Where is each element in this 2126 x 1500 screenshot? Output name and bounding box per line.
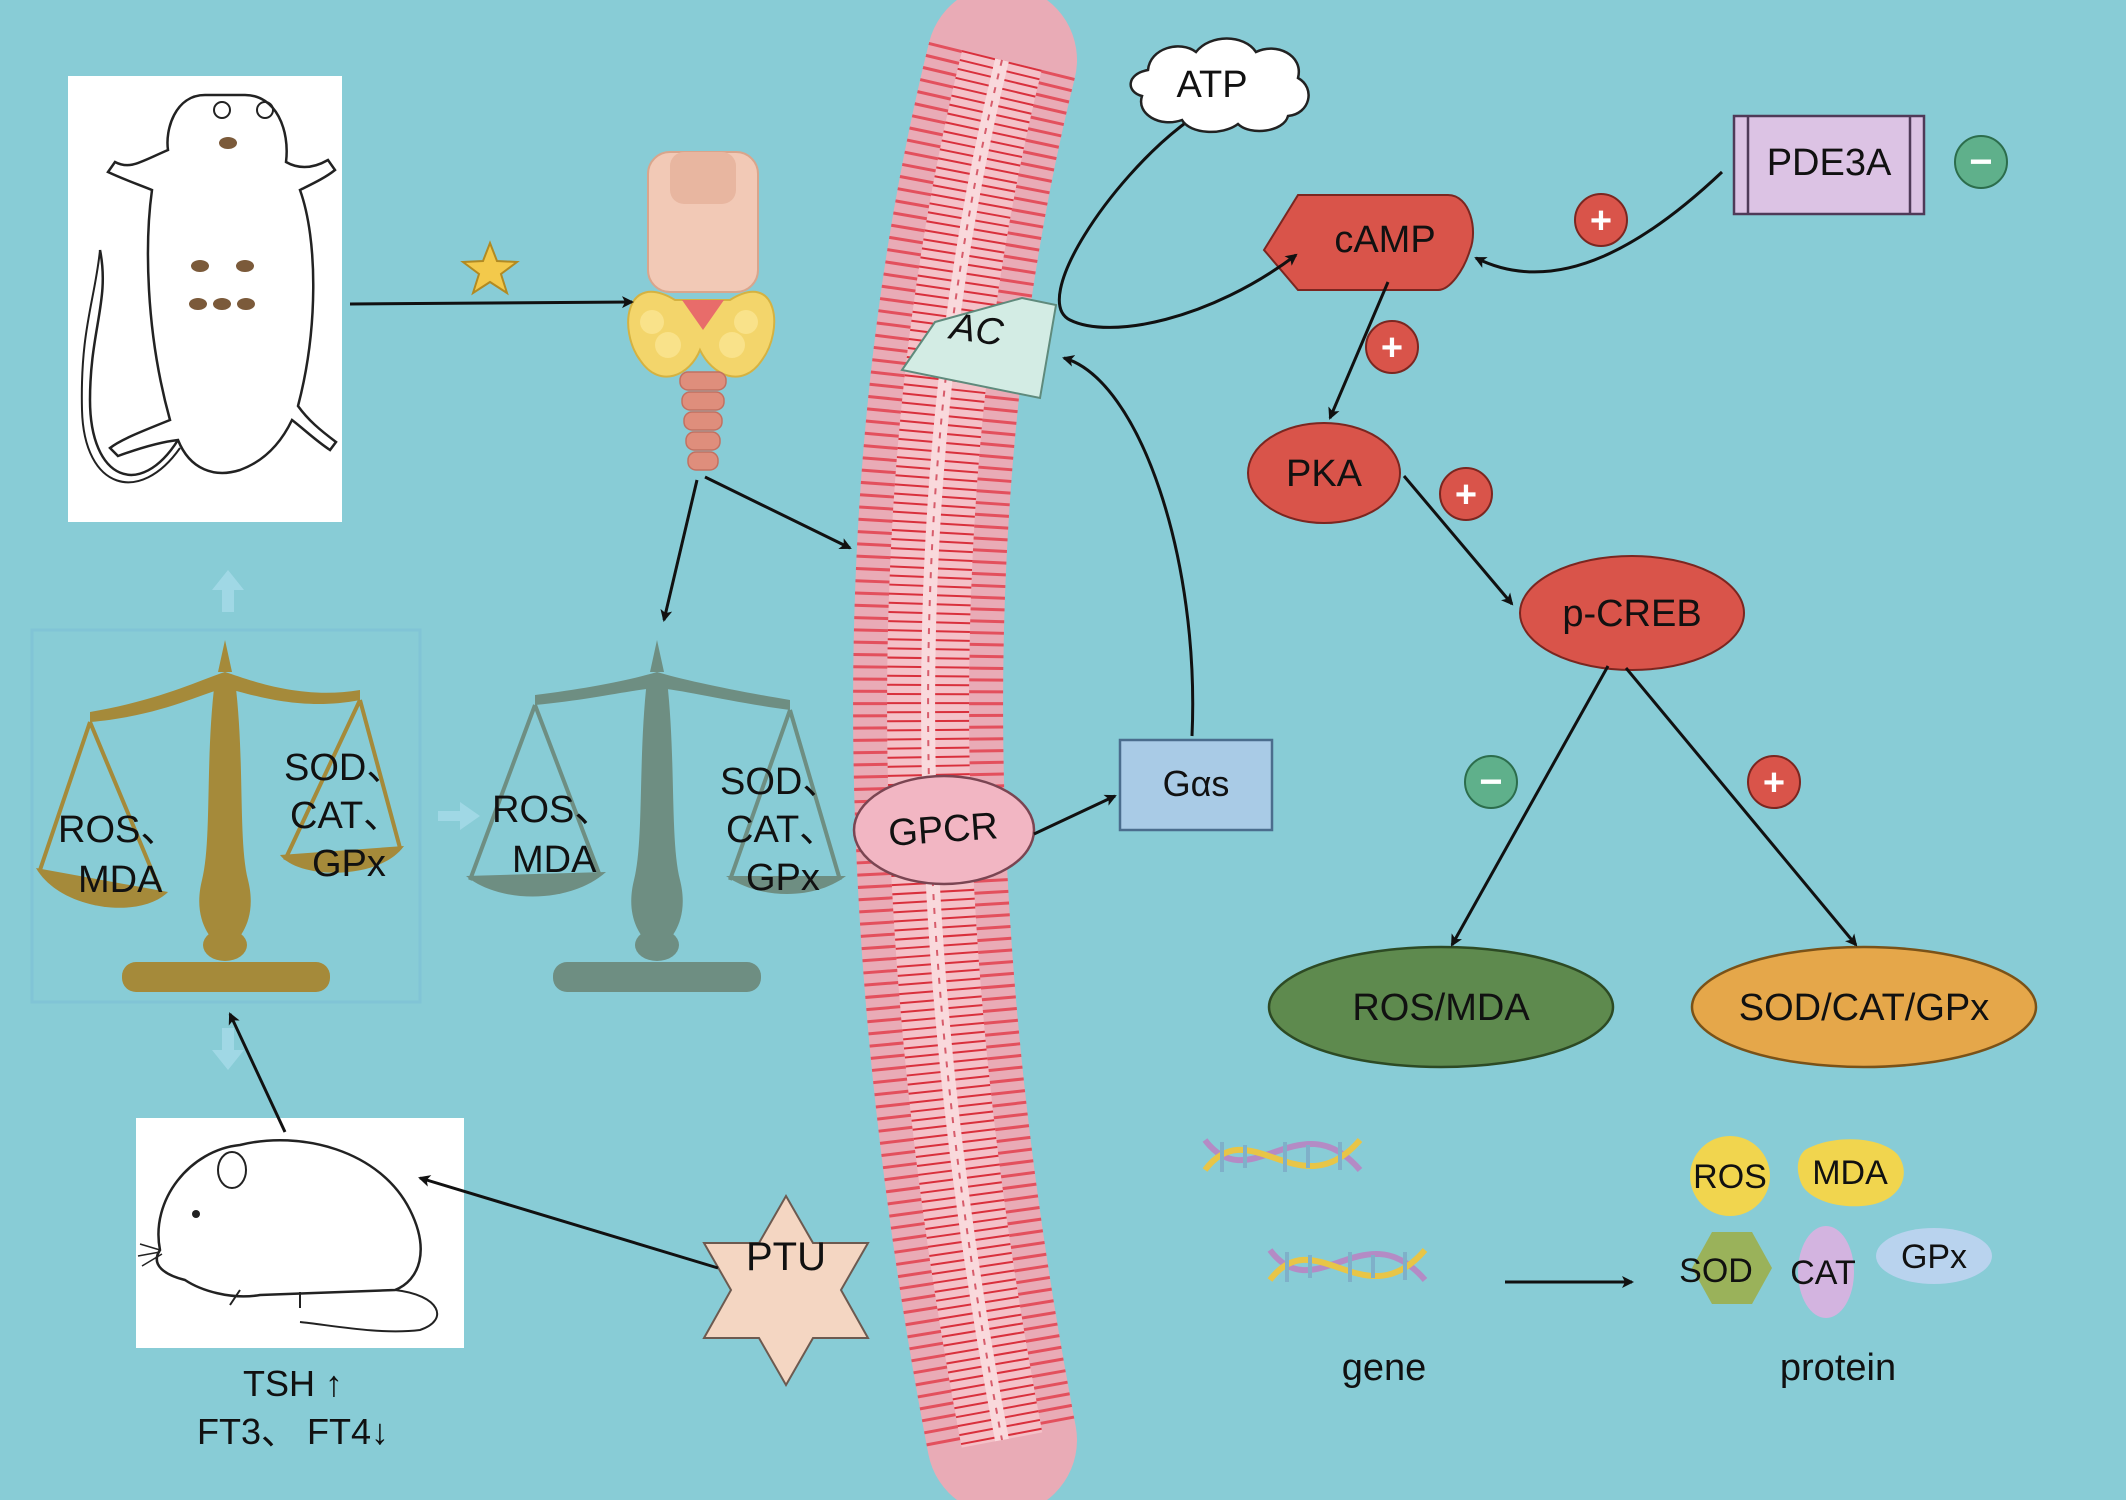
star-icon: [460, 240, 520, 296]
minus-glyph-pde3a: −: [1969, 140, 1992, 184]
pde3a-node: [1732, 114, 1926, 216]
pcreb-node: [1519, 555, 1745, 671]
scale2-left-line2: MDA: [512, 839, 597, 881]
arrow-camp-to-pka: [1328, 281, 1390, 420]
ptu-label: PTU: [746, 1235, 826, 1279]
cell-membrane: [853, 0, 1077, 1500]
plus-sign-camp: [1574, 193, 1628, 247]
ros-mda-output: [1267, 945, 1615, 1069]
camp-node: [1262, 194, 1474, 291]
balance-scale-left: [30, 628, 422, 1004]
scale1-left-line1: ROS、: [58, 809, 178, 851]
balance-scale-middle: [466, 640, 846, 992]
pcreb-label: p-CREB: [1562, 593, 1701, 635]
protein-label: protein: [1780, 1347, 1896, 1389]
plus-glyph-pka: +: [1381, 327, 1403, 369]
sod-cat-gpx-output: [1690, 945, 2038, 1069]
gas-label: Gαs: [1163, 763, 1230, 804]
plus-glyph-pcreb: +: [1455, 474, 1477, 516]
sod-protein-icon: [1692, 1232, 1772, 1304]
rat-bottom-panel: [136, 1118, 464, 1348]
ac-label: AC: [946, 305, 1007, 354]
arrow-pde3a-to-camp: [1474, 170, 1724, 274]
cat-protein-icon: [1798, 1226, 1854, 1318]
sod-protein-label: SOD: [1679, 1252, 1753, 1290]
gpx-protein-label: GPx: [1901, 1238, 1967, 1276]
text-labels: ATP AC cAMP PDE3A PKA p-CREB GPCR Gαs PT…: [58, 64, 1993, 1452]
rat-top-panel: [68, 76, 342, 522]
arrow-pcreb-to-ros: [1450, 665, 1610, 947]
scale2-right-line1: SOD、: [720, 761, 840, 803]
ptu-star: [702, 1193, 870, 1388]
camp-label: cAMP: [1334, 219, 1435, 261]
arrow-thyroid-to-scale: [660, 479, 699, 622]
arrow-pka-to-pcreb: [1402, 475, 1514, 606]
plus-sign-sod: [1747, 755, 1801, 809]
protein-shapes: [1690, 1136, 1992, 1318]
scale1-left-line2: MDA: [78, 859, 163, 901]
mda-protein-label: MDA: [1812, 1154, 1888, 1192]
cat-protein-label: CAT: [1790, 1254, 1855, 1292]
pde3a-label: PDE3A: [1767, 142, 1892, 184]
faded-arrows: [212, 570, 480, 1070]
scale1-right-line3: GPx: [312, 843, 386, 885]
pathway-arrows: [228, 122, 1858, 1288]
arrow-atp-to-camp: [1057, 122, 1298, 329]
arrow-thyroid-to-membrane: [704, 475, 852, 550]
sign-markers: [1365, 135, 2008, 809]
ros-protein-label: ROS: [1693, 1158, 1767, 1196]
minus-sign-ros: [1464, 755, 1518, 809]
gene-label: gene: [1342, 1347, 1427, 1389]
plus-sign-pcreb: [1439, 467, 1493, 521]
dna-icon: [1202, 1138, 1428, 1282]
pka-label: PKA: [1286, 453, 1363, 495]
arrow-gpcr-to-gas: [1033, 794, 1117, 836]
scale1-right-line2: CAT、: [290, 795, 401, 837]
arrow-rat-to-thyroid: [349, 296, 634, 309]
plus-sign-pka: [1365, 320, 1419, 374]
thyroid-gland-illustration: [627, 151, 776, 471]
gpcr-label: GPCR: [887, 805, 999, 855]
pka-node: [1247, 422, 1401, 524]
plus-glyph-sod: +: [1763, 762, 1785, 804]
scale1-right-line1: SOD、: [284, 747, 404, 789]
scale2-right-line3: GPx: [746, 857, 820, 899]
plus-glyph-camp: +: [1590, 200, 1612, 242]
ros-protein-icon: [1690, 1136, 1770, 1216]
scale2-right-line2: CAT、: [726, 809, 837, 851]
arrow-ptu-to-rat: [418, 1175, 719, 1270]
sod-cat-gpx-output-label: SOD/CAT/GPx: [1739, 987, 1990, 1029]
arrow-pcreb-to-sod: [1624, 667, 1858, 947]
ft3-ft4-label: FT3、 FT4↓: [197, 1411, 389, 1452]
arrow-rat-to-balance: [228, 1012, 287, 1133]
minus-glyph-ros: −: [1479, 760, 1502, 804]
gas-node: [1118, 738, 1274, 832]
gpx-protein-icon: [1876, 1228, 1992, 1284]
atp-label: ATP: [1176, 64, 1247, 106]
arrow-gas-to-ac: [1062, 355, 1195, 737]
ros-mda-output-label: ROS/MDA: [1352, 987, 1530, 1029]
tsh-label: TSH ↑: [243, 1363, 343, 1404]
atp-cloud: [1129, 37, 1310, 134]
gpcr-node: [852, 774, 1036, 886]
mda-protein-icon: [1797, 1139, 1904, 1207]
minus-sign-pde3a: [1954, 135, 2008, 189]
scale2-left-line1: ROS、: [492, 789, 612, 831]
ac-node: [900, 296, 1058, 400]
injection-sites: [189, 137, 255, 310]
